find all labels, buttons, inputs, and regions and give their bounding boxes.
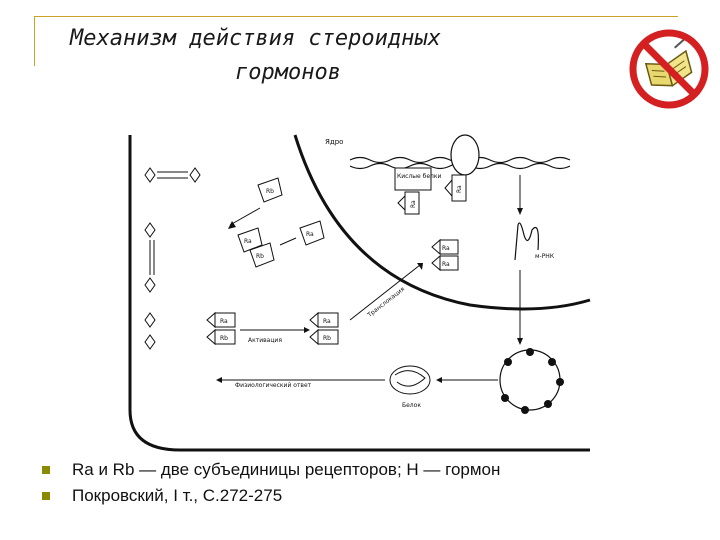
- protein-label: Белок: [402, 402, 421, 409]
- no-book-icon: [629, 29, 709, 109]
- bullet-text: Покровский, I т., С.272-275: [72, 486, 283, 505]
- receptor-dna: Ra Ra: [397, 174, 467, 215]
- rb-label-4: Rb: [323, 335, 331, 342]
- bullet-text: Ra и Rb — две субъединицы рецепторов; H …: [72, 460, 501, 479]
- rb-label-2: Rb: [256, 253, 264, 260]
- activation-label: Активация: [248, 337, 282, 344]
- nuclear-membrane: [293, 134, 591, 311]
- title-line-2: гормонов: [235, 60, 341, 85]
- receptor-activation: Ra Rb Ra Rb: [206, 311, 339, 346]
- bullet-list: Ra и Rb — две субъединицы рецепторов; H …: [42, 458, 682, 510]
- ra-label-2: Ra: [456, 185, 463, 193]
- hormone-entry-left: [144, 167, 201, 350]
- receptor-rb-free: Rb Ra Rb Ra: [237, 177, 325, 268]
- title-line-1: Механизм действия стероидных: [70, 26, 441, 51]
- ra-label-5: Ra: [244, 238, 252, 245]
- acidic-proteins-box: [394, 167, 432, 191]
- bullet-item: Ra и Rb — две субъединицы рецепторов; H …: [42, 458, 682, 484]
- slide-title: Механизм действия стероидных гормонов: [70, 22, 590, 90]
- decorative-vertical-line: [34, 16, 35, 66]
- mrna-label: м-РНК: [535, 253, 555, 260]
- ra-label-4: Ra: [442, 261, 450, 268]
- bullet-item: Покровский, I т., С.272-275: [42, 484, 682, 510]
- rb-label-1: Rb: [266, 188, 274, 195]
- mrna-strand: [514, 222, 539, 261]
- rb-label-3: Rb: [220, 335, 228, 342]
- ra-label-7: Ra: [220, 318, 228, 325]
- receptor-complex-nucleus: Ra Ra: [431, 238, 459, 272]
- protein-blob: [389, 365, 431, 395]
- nucleus-label: Ядро: [325, 138, 343, 146]
- bullet-marker: [42, 492, 50, 500]
- ra-label-3: Ra: [442, 245, 450, 252]
- bullet-marker: [42, 466, 50, 474]
- chromatin-oval: [450, 134, 480, 176]
- decorative-horizontal-line: [34, 16, 678, 17]
- ra-label-6: Ra: [306, 231, 314, 238]
- ra-label-8: Ra: [323, 318, 331, 325]
- steroid-mechanism-diagram: Ядро Кислые белки Ra Ra Ra Ra м-РНК Тран…: [128, 134, 591, 452]
- ra-label-1: Ra: [410, 200, 417, 208]
- cell-membrane: [128, 135, 590, 452]
- physiological-response-label: Физиологический ответ: [235, 382, 312, 389]
- acidic-proteins-label: Кислые белки: [397, 173, 441, 180]
